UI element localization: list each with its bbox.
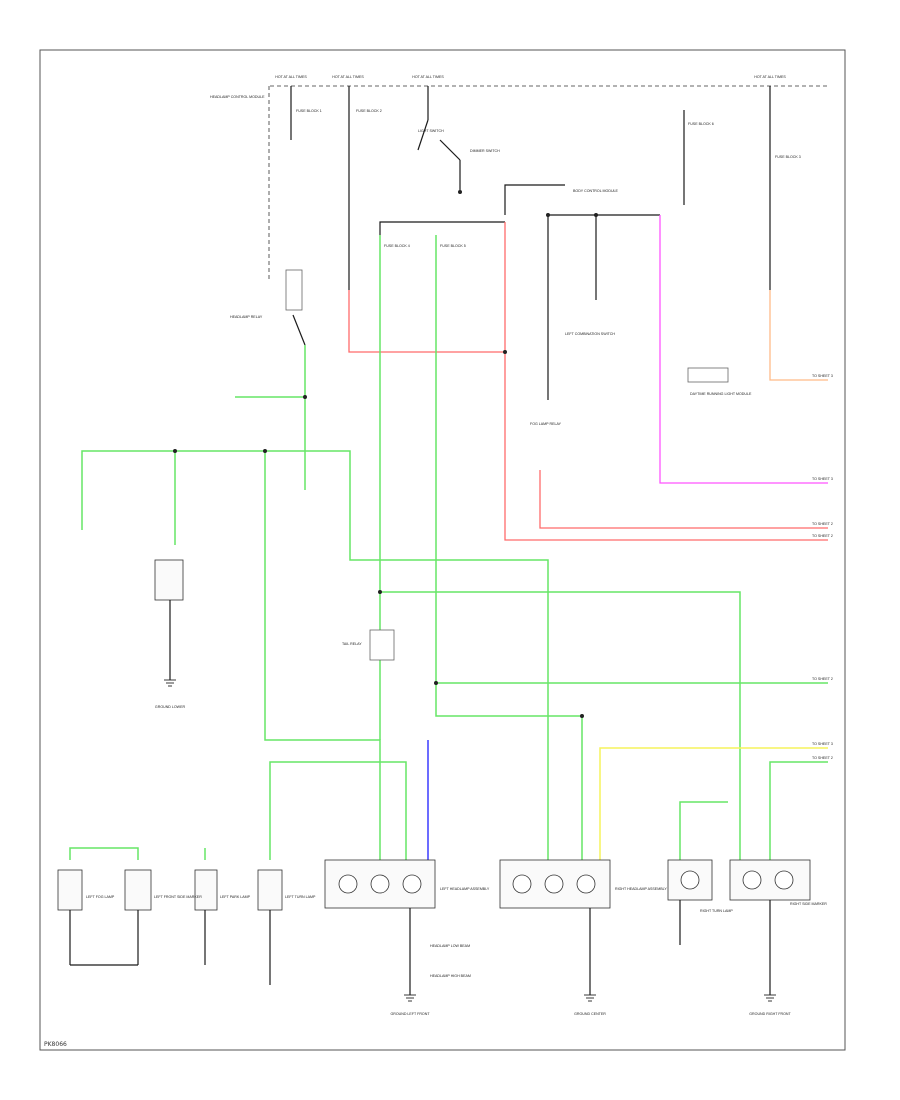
label-ground-center: GROUND CENTER — [574, 1012, 606, 1016]
label-right-headlamp: RIGHT HEADLAMP ASSEMBLY — [615, 887, 667, 891]
label-fuse-3: FUSE BLOCK 3 — [775, 155, 801, 159]
left-front-side-marker — [124, 869, 152, 911]
label-left-fog: LEFT FOG LAMP — [86, 895, 115, 899]
label-ground-left: GROUND LEFT FRONT — [390, 1012, 430, 1016]
left-side-component: GROUND LOWER — [154, 559, 186, 709]
label-to-6: TO SHEET 2 — [812, 756, 833, 760]
label-right-side: RIGHT SIDE MARKER — [790, 902, 827, 906]
label-ground-right: GROUND RIGHT FRONT — [749, 1012, 791, 1016]
label-headlamp-control-note: HEADLAMP CONTROL MODULE — [210, 95, 265, 99]
lamp-labels: LEFT FOG LAMP LEFT FRONT SIDE MARKER LEF… — [86, 887, 827, 913]
wire-red-3 — [539, 470, 828, 529]
ground-lower-symbol — [164, 679, 176, 687]
label-left-headlamp: LEFT HEADLAMP ASSEMBLY — [440, 887, 490, 891]
label-daytime-module: DAYTIME RUNNING LIGHT MODULE — [690, 392, 752, 396]
headlamp-relay-switch: HEADLAMP RELAY — [230, 269, 306, 346]
legend-item-2: HEADLAMP HIGH BEAM — [430, 974, 471, 978]
label-hot-2: HOT AT ALL TIMES — [332, 75, 364, 79]
left-fog-lamp — [57, 869, 83, 911]
label-fuse-4: FUSE BLOCK 4 — [384, 244, 410, 248]
ground-drops — [69, 900, 771, 995]
wire-red-1 — [348, 290, 505, 353]
ground-left-symbol — [404, 994, 416, 1002]
label-body-ecu: BODY CONTROL MODULE — [573, 189, 619, 193]
label-left-turn: LEFT TURN LAMP — [285, 895, 316, 899]
label-right-turn: RIGHT TURN LAMP — [700, 909, 733, 913]
label-light-switch: LIGHT SWITCH — [418, 129, 444, 133]
ground-center-symbol — [584, 994, 596, 1002]
label-fog-relay: FOG LAMP RELAY — [530, 422, 562, 426]
figure-code: PK8066 — [44, 1041, 67, 1048]
wire-pink — [659, 215, 828, 484]
label-hot-1: HOT AT ALL TIMES — [275, 75, 307, 79]
label-relay-left: HEADLAMP RELAY — [230, 315, 263, 319]
wire-red-2 — [504, 222, 828, 541]
label-to-2: TO SHEET 2 — [812, 534, 833, 538]
label-to-5: TO SHEET 2 — [812, 677, 833, 681]
green-wiring — [69, 235, 828, 860]
label-hot-4: HOT AT ALL TIMES — [754, 75, 786, 79]
right-side-marker — [729, 859, 811, 901]
label-relay-right: TAIL RELAY — [342, 642, 362, 646]
ground-symbols — [164, 679, 776, 1002]
lamp-row — [57, 859, 811, 911]
wire-black-upper-2 — [379, 221, 505, 235]
junction-dots — [173, 213, 598, 718]
label-to-3: TO SHEET 3 — [812, 477, 833, 481]
diagram-frame — [39, 49, 846, 1051]
label-fuse-1: FUSE BLOCK 1 — [296, 109, 322, 113]
label-fuse-2: FUSE BLOCK 2 — [356, 109, 382, 113]
ground-right-symbol — [764, 994, 776, 1002]
left-park-lamp — [194, 869, 218, 911]
label-left-park: LEFT PARK LAMP — [220, 895, 251, 899]
label-dimmer-switch: DIMMER SWITCH — [470, 149, 500, 153]
left-turn-lamp — [257, 869, 283, 911]
light-switch-symbol: LIGHT SWITCH DIMMER SWITCH — [417, 119, 500, 194]
daytime-running-light-module: DAYTIME RUNNING LIGHT MODULE — [687, 367, 752, 396]
wire-black-upper-1 — [504, 184, 565, 215]
dimmer-relay-mid: TAIL RELAY — [342, 629, 395, 661]
label-ground-lower: GROUND LOWER — [155, 705, 186, 709]
label-left-front-side: LEFT FRONT SIDE MARKER — [154, 895, 202, 899]
label-hot-3: HOT AT ALL TIMES — [412, 75, 444, 79]
label-to-4: TO SHEET 3 — [812, 374, 833, 378]
legend: HEADLAMP LOW BEAM HEADLAMP HIGH BEAM — [430, 944, 471, 978]
label-left-combo: LEFT COMBINATION SWITCH — [565, 332, 615, 336]
label-fuse-6: FUSE BLOCK 6 — [688, 122, 714, 126]
label-fuse-5: FUSE BLOCK 5 — [440, 244, 466, 248]
label-to-7: TO SHEET 3 — [812, 742, 833, 746]
label-to-1: TO SHEET 2 — [812, 522, 833, 526]
legend-item-1: HEADLAMP LOW BEAM — [430, 944, 470, 948]
wire-orange — [769, 290, 828, 381]
wire-yellow — [599, 747, 828, 860]
hot-at-all-times-labels: HOT AT ALL TIMES HOT AT ALL TIMES HOT AT… — [275, 75, 786, 79]
